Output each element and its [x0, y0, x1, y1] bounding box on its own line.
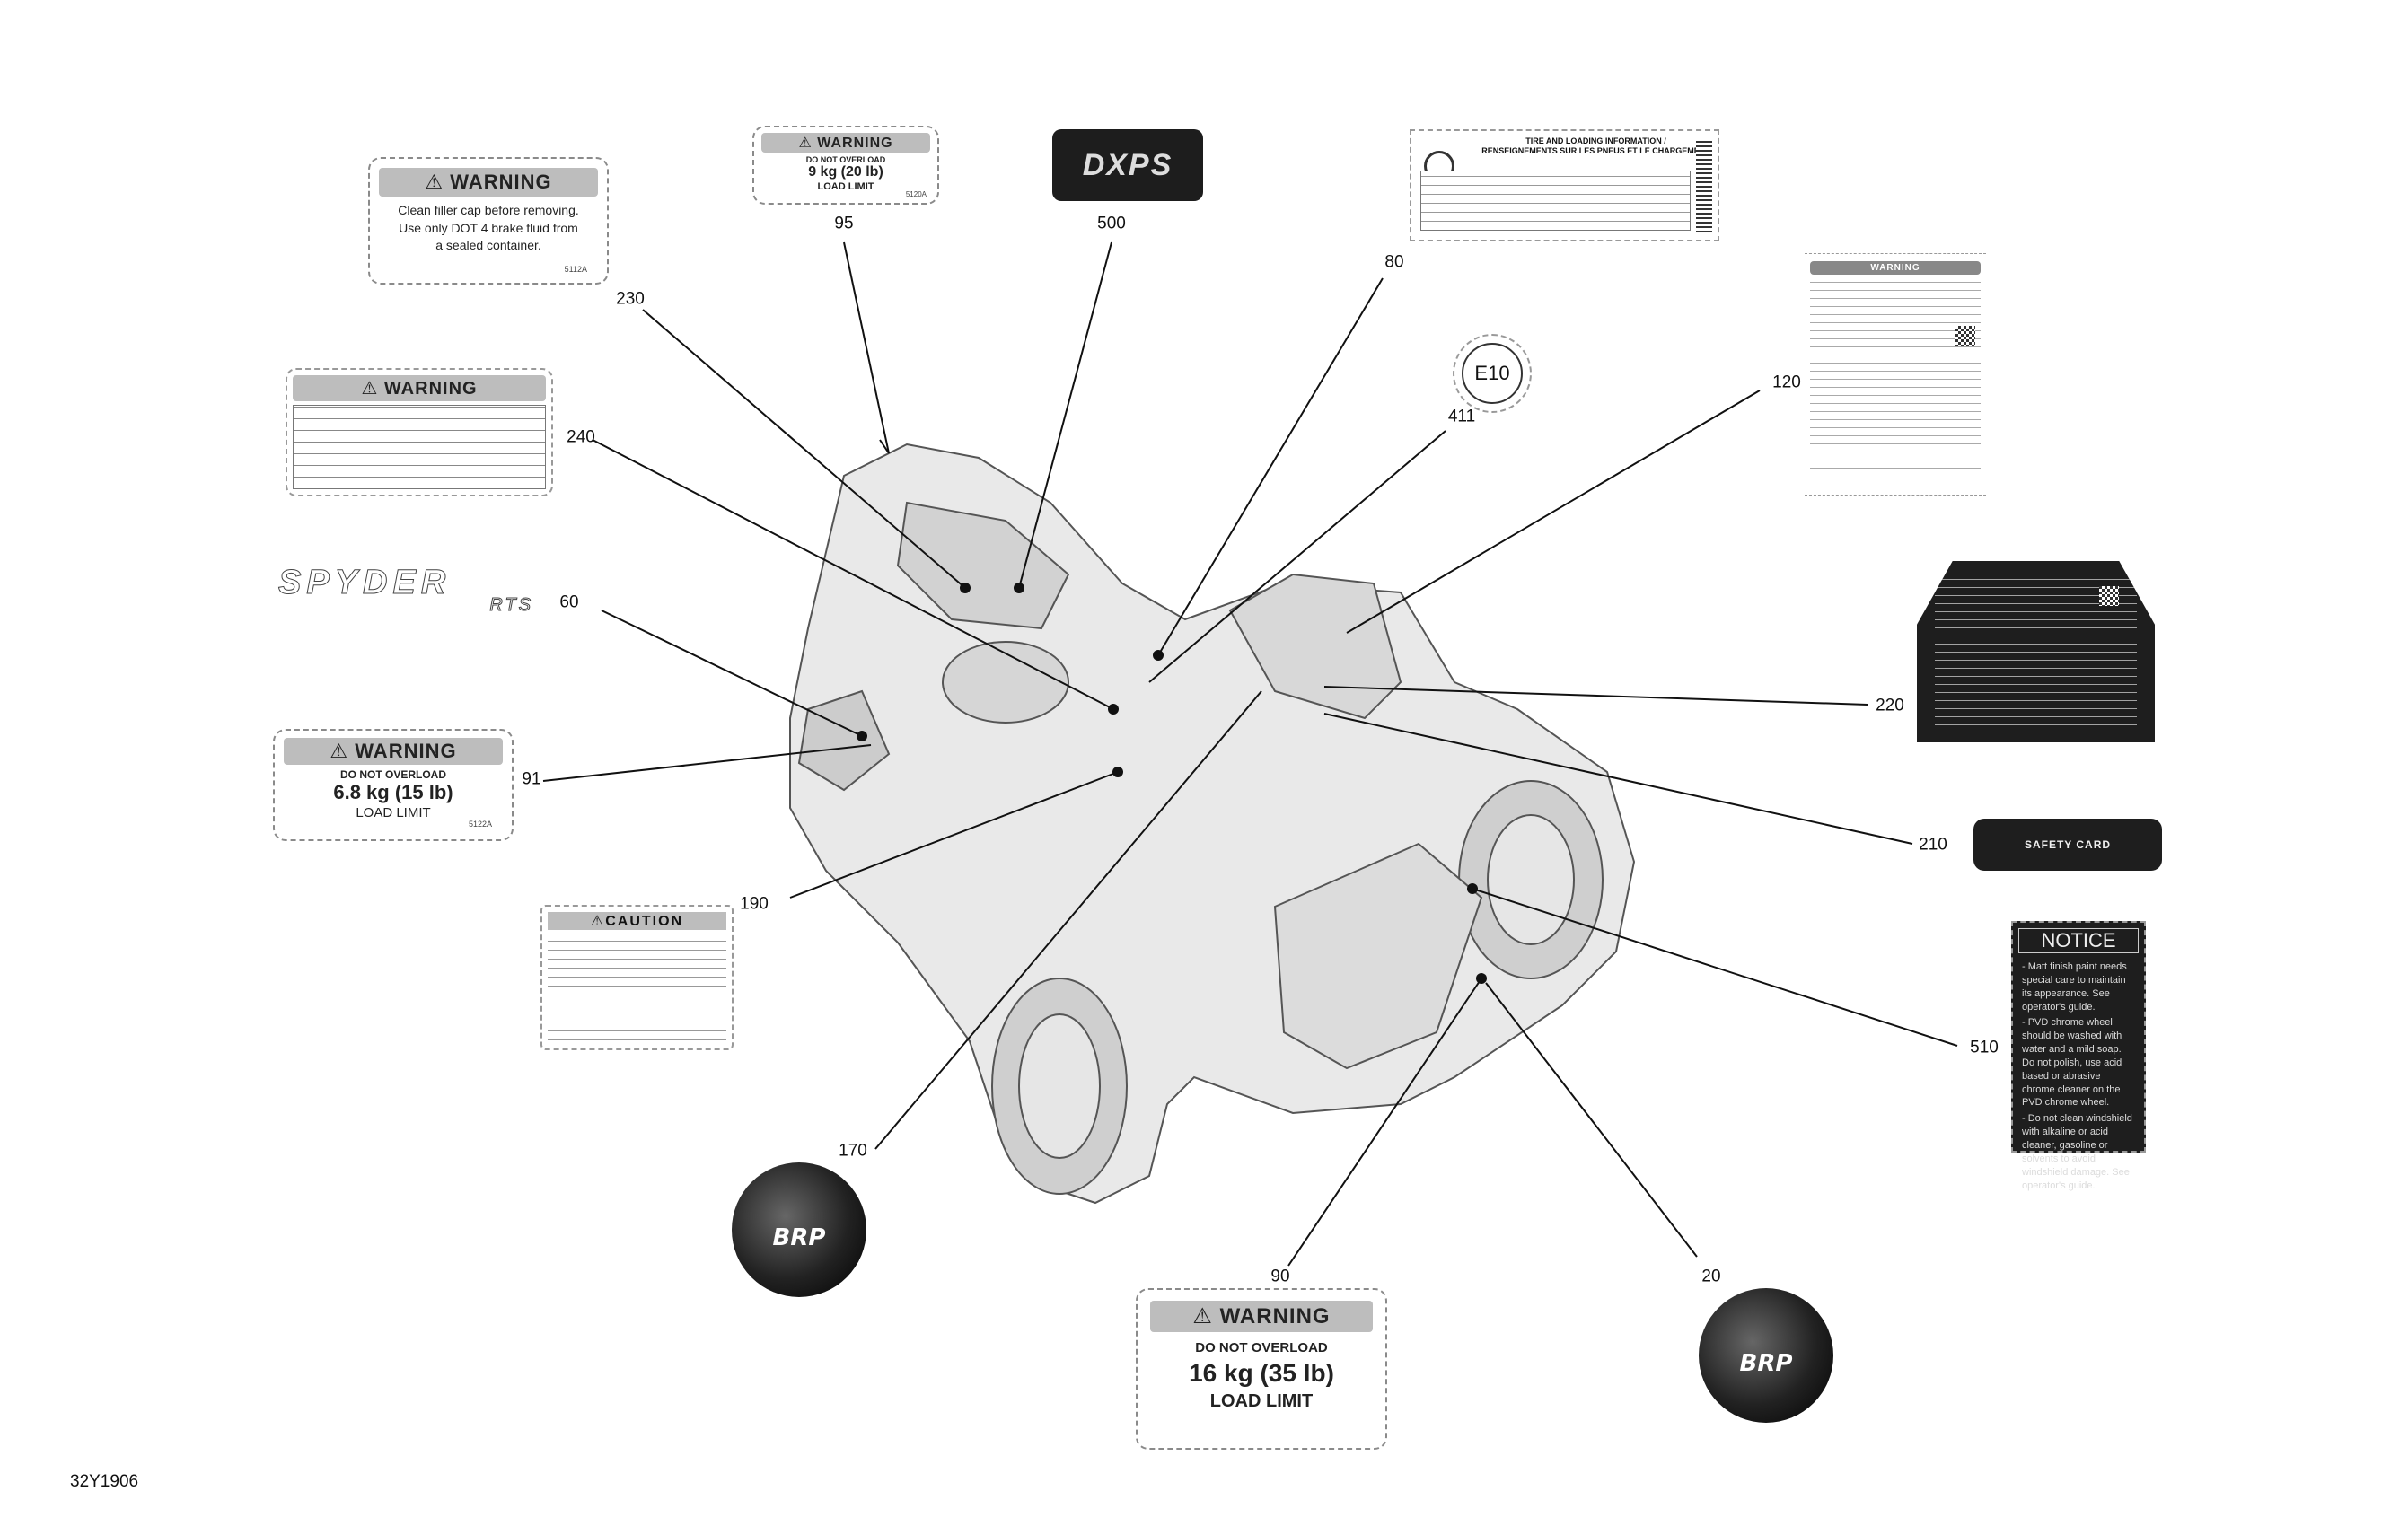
warning-triangle-icon: ⚠	[361, 379, 384, 399]
callout-510: 510	[1970, 1038, 1999, 1057]
warning-triangle-icon: ⚠	[1192, 1304, 1220, 1329]
spyder-rts-decal-60: SPYDER RTS	[278, 566, 548, 616]
dxps-logo-text: DXPS	[1082, 147, 1173, 182]
warning-heading: ⚠ WARNING	[1150, 1301, 1373, 1332]
caution-fine-print	[548, 934, 726, 1046]
tire-info-table	[1420, 171, 1691, 231]
callout-90: 90	[1270, 1267, 1290, 1286]
spyder-logo-text: SPYDER	[278, 564, 452, 601]
label-code: 5120A	[905, 190, 927, 198]
notice-label-510: NOTICE - Matt finish paint needs special…	[2011, 921, 2146, 1191]
warning-label-230: ⚠ WARNING Clean filler cap before removi…	[368, 157, 609, 285]
warning-heading: ⚠ WARNING	[379, 168, 598, 197]
warning-fine-print	[1810, 280, 1981, 473]
safety-card-label-210: SAFETY CARD	[1973, 819, 2162, 871]
warning-label-240: ⚠ WARNING	[286, 368, 553, 496]
warning-heading: ⚠ WARNING	[293, 375, 546, 401]
document-id: 32Y1906	[70, 1472, 139, 1491]
callout-190: 190	[740, 894, 769, 914]
label-code: 5112A	[564, 265, 587, 274]
e10-text: E10	[1462, 343, 1523, 404]
vehicle-illustration	[789, 443, 1636, 1205]
callout-220: 220	[1876, 696, 1904, 715]
callout-240: 240	[567, 427, 595, 447]
callout-170: 170	[839, 1141, 867, 1161]
tire-info-title: TIRE AND LOADING INFORMATION / RENSEIGNE…	[1481, 136, 1710, 156]
warning-text: DO NOT OVERLOAD 6.8 kg (15 lb) LOAD LIMI…	[333, 768, 453, 820]
callout-120: 120	[1772, 373, 1801, 392]
warning-heading: ⚠ WARNING	[284, 738, 503, 765]
warning-label-90: ⚠ WARNING DO NOT OVERLOAD 16 kg (35 lb) …	[1136, 1288, 1387, 1450]
brp-logo-text: BRP	[772, 1224, 826, 1251]
callout-60: 60	[559, 592, 579, 612]
callout-210: 210	[1919, 835, 1947, 855]
warning-label-95: ⚠ WARNING DO NOT OVERLOAD 9 kg (20 lb) L…	[752, 126, 939, 205]
tire-loading-label-80: TIRE AND LOADING INFORMATION / RENSEIGNE…	[1410, 129, 1719, 241]
warning-triangle-icon: ⚠	[425, 171, 451, 193]
callout-500: 500	[1097, 214, 1126, 233]
safety-warning-label-220	[1917, 561, 2155, 742]
leader-lines	[542, 241, 1958, 1267]
warning-heading: WARNING	[1810, 261, 1981, 275]
callout-95: 95	[834, 214, 854, 233]
brp-logo-170: BRP	[732, 1162, 866, 1297]
warning-label-91: ⚠ WARNING DO NOT OVERLOAD 6.8 kg (15 lb)…	[273, 729, 514, 841]
e10-fuel-label-411: E10	[1453, 334, 1532, 413]
brp-logo-text: BRP	[1739, 1350, 1793, 1377]
callout-230: 230	[616, 289, 645, 309]
caution-label-190: ⚠CAUTION	[540, 905, 734, 1050]
warning-triangle-icon: ⚠	[798, 136, 818, 151]
warning-label-120: WARNING	[1805, 253, 1986, 496]
warning-heading: ⚠ WARNING	[761, 133, 930, 153]
callout-91: 91	[522, 769, 541, 789]
warning-text: DO NOT OVERLOAD 16 kg (35 lb) LOAD LIMIT	[1189, 1340, 1334, 1411]
callout-20: 20	[1701, 1267, 1721, 1286]
label-code: 5122A	[468, 820, 492, 829]
dxps-logo-label-500: DXPS	[1052, 129, 1203, 201]
qr-code-icon	[1955, 326, 1975, 346]
caution-triangle-icon: ⚠	[590, 914, 606, 929]
warning-triangle-icon: ⚠	[330, 740, 356, 762]
qr-code-icon	[2099, 586, 2119, 606]
warning-text: Clean filler cap before removing. Use on…	[398, 203, 579, 253]
notice-heading: NOTICE	[2018, 928, 2139, 953]
notice-text: - Matt finish paint needs special care t…	[2022, 961, 2132, 1191]
tire-info-barcode	[1696, 138, 1712, 232]
warning-table	[293, 405, 546, 489]
rts-logo-text: RTS	[489, 595, 533, 616]
caution-heading: ⚠CAUTION	[548, 912, 726, 930]
brp-logo-20: BRP	[1699, 1288, 1833, 1423]
leader-dots	[857, 583, 1487, 984]
warning-text: DO NOT OVERLOAD 9 kg (20 lb) LOAD LIMIT	[805, 155, 886, 192]
callout-411: 411	[1447, 407, 1476, 426]
safety-card-text: SAFETY CARD	[2024, 838, 2112, 851]
callout-80: 80	[1384, 252, 1404, 272]
